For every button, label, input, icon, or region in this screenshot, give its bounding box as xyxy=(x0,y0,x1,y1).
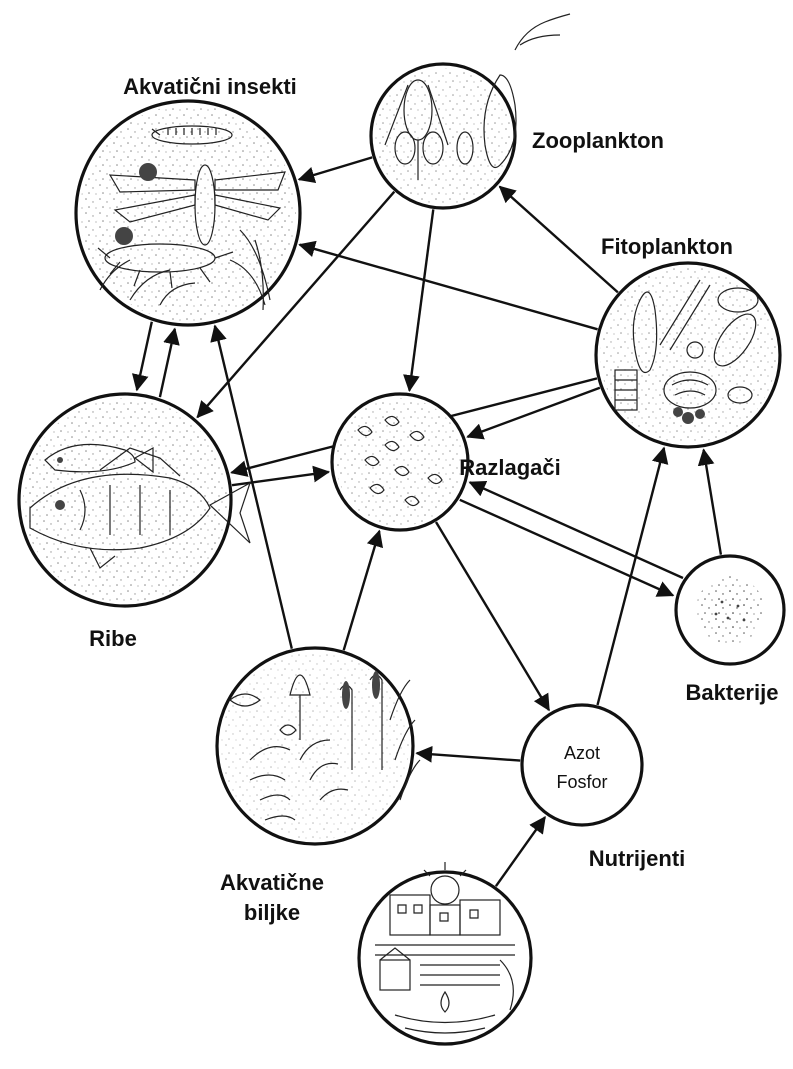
node-zooplankton xyxy=(371,14,570,208)
arrow-nutrijenti-to-biljke xyxy=(417,753,521,760)
label-aquatic-plants-line1: Akvatične xyxy=(220,870,324,895)
label-bacteria: Bakterije xyxy=(686,680,779,705)
arrow-nutrijenti-to-fitoplankton xyxy=(598,448,665,705)
label-zooplankton: Zooplankton xyxy=(532,128,664,153)
label-decomposers: Razlagači xyxy=(459,455,561,480)
bacteria-icon xyxy=(696,576,764,644)
label-fish: Ribe xyxy=(89,626,137,651)
arrow-zooplankton-to-razlagaci xyxy=(409,209,433,390)
node-nutrients: Azot Fosfor xyxy=(522,705,642,825)
label-phytoplankton: Fitoplankton xyxy=(601,234,733,259)
arrow-ribe-to-razlagaci xyxy=(232,472,329,485)
arrow-zooplankton-to-insekti xyxy=(299,157,372,179)
arrow-biljke-to-razlagaci xyxy=(344,531,380,650)
arrow-razlagaci-to-nutrijenti xyxy=(436,522,549,710)
node-ring xyxy=(522,705,642,825)
node-decomposers xyxy=(332,394,468,530)
label-nutrients: Nutrijenti xyxy=(589,846,686,871)
arrow-insekti-to-ribe xyxy=(137,322,152,390)
arrow-bakterije-to-fitoplankton xyxy=(704,450,721,555)
nutrient-nitrogen-label: Azot xyxy=(564,743,600,763)
arrow-fitoplankton-to-insekti xyxy=(300,245,598,330)
node-ring xyxy=(359,872,531,1044)
node-nutrient-source xyxy=(359,862,531,1044)
node-aquatic-insects xyxy=(76,101,300,325)
arrow-izvor-to-nutrijenti xyxy=(496,817,545,886)
arrow-razlagaci-to-bakterije xyxy=(460,500,673,596)
label-aquatic-insects: Akvatični insekti xyxy=(123,74,297,99)
node-fish xyxy=(19,394,250,606)
arrow-ribe-to-insekti xyxy=(160,329,175,397)
label-aquatic-plants-line2: biljke xyxy=(244,900,300,925)
node-aquatic-plants xyxy=(217,648,420,844)
nutrient-phosphorus-label: Fosfor xyxy=(556,772,607,792)
node-bacteria xyxy=(676,556,784,664)
node-phytoplankton xyxy=(596,263,780,447)
